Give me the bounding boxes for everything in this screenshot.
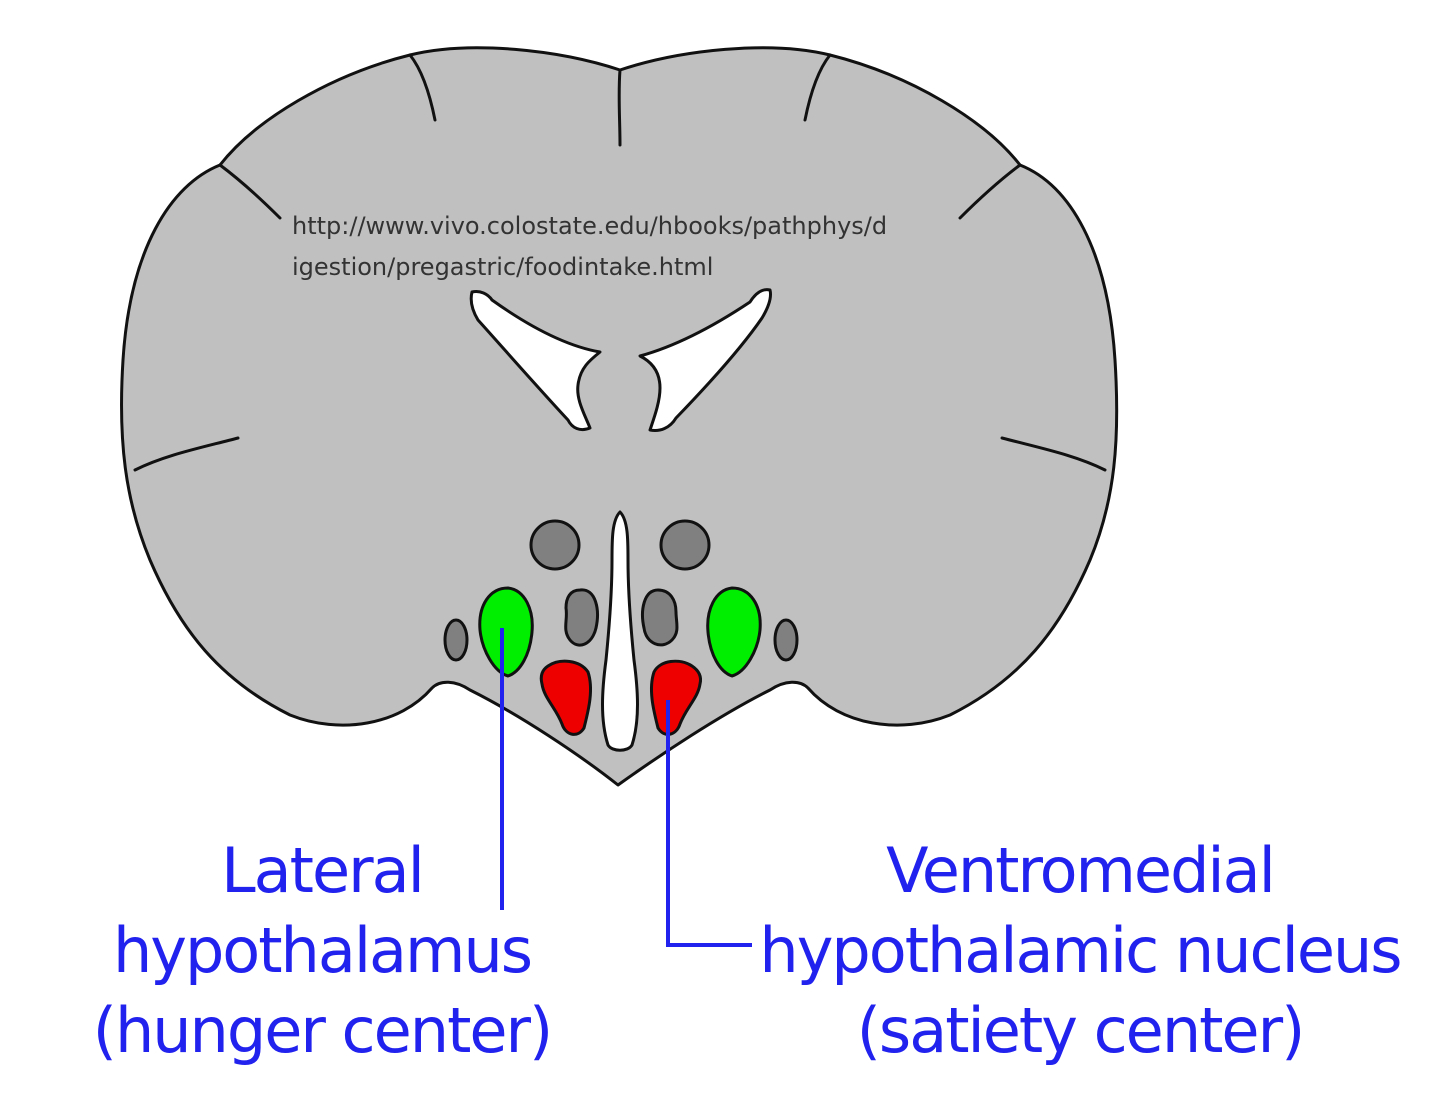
right-lateral-ventricle [638,288,772,432]
ventromedial-nucleus-label-line-3: (satiety center) [857,994,1304,1067]
right-temporal-sulcus [1000,436,1107,472]
left-lateral-hypothalamus [478,586,534,678]
right-upper-sulcus [803,53,832,122]
left-small-gray-nucleus [443,618,469,662]
lateral-hypothalamus-label-line-3: (hunger center) [93,994,551,1067]
ventromedial-nucleus-label-line-2: hypothalamic nucleus [759,914,1400,987]
left-lateral-ventricle [469,290,602,432]
right-small-gray-nucleus [773,618,799,662]
right-mid-gray-nucleus [641,588,679,647]
right-lateral-sulcus [958,163,1022,220]
left-mid-gray-nucleus [564,588,599,647]
left-upper-sulcus [408,53,437,122]
longitudinal-fissure [617,68,622,147]
ventromedial-nucleus-label-line-1: Ventromedial [886,834,1274,907]
left-ventromedial-nucleus [539,659,592,736]
source-url-line-2: igestion/pregastric/foodintake.html [292,253,713,281]
left-lateral-sulcus [218,163,282,220]
right-upper-gray-nucleus [659,519,711,571]
left-upper-gray-nucleus [529,519,581,571]
ventromedial-nucleus-leader-line [666,700,752,947]
brain-outline [119,46,1119,787]
right-lateral-hypothalamus [706,586,762,678]
source-url-line-1: http://www.vivo.colostate.edu/hbooks/pat… [292,212,887,240]
third-ventricle [601,510,639,752]
lateral-hypothalamus-label-line-2: hypothalamus [113,914,531,987]
lateral-hypothalamus-label-line-1: Lateral [221,834,423,907]
left-temporal-sulcus [133,436,240,472]
